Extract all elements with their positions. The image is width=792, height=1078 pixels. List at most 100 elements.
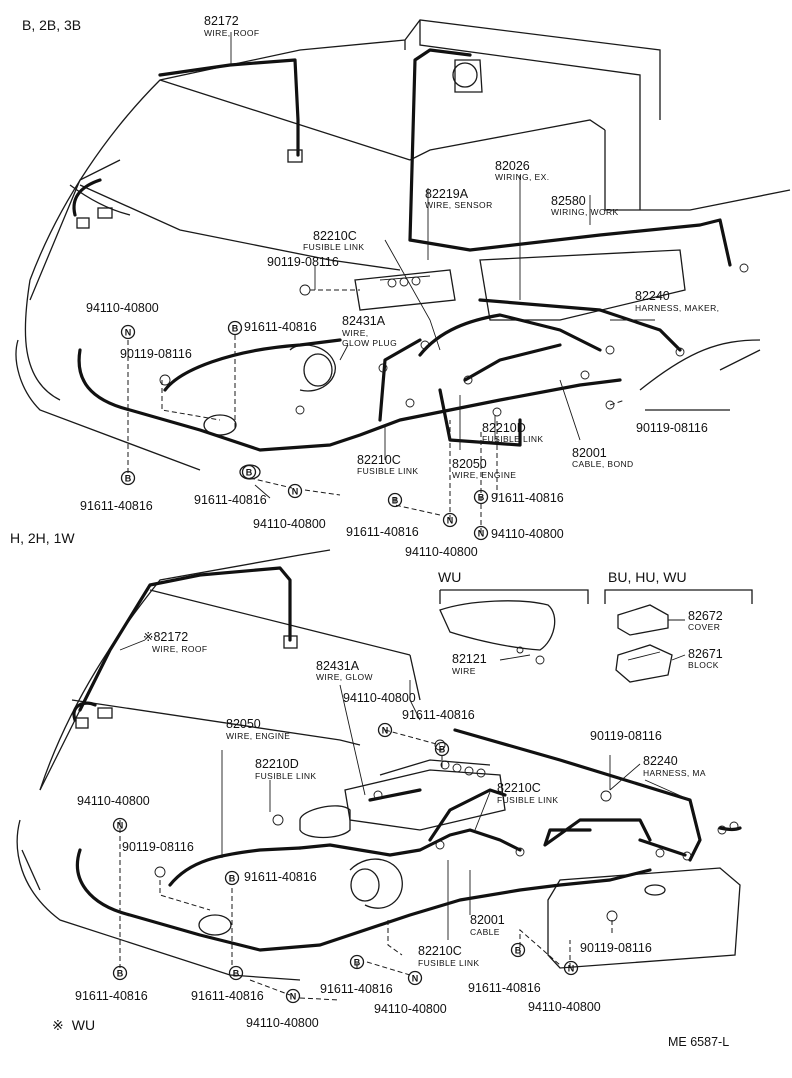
bottom-desc-82431a: WIRE, GLOW (316, 672, 373, 682)
bottom-part-91611-a: 91611-40816 (402, 708, 475, 722)
top-part-91611-a: 91611-40816 (244, 320, 317, 334)
drawing-reference: ME 6587-L (668, 1035, 729, 1049)
footnote-symbol: ※ (52, 1017, 64, 1033)
bottom-part-94110-b: 94110-40800 (77, 794, 150, 808)
top-part-91611-b: 91611-40816 (194, 493, 267, 507)
top-part-82580: 82580 (551, 194, 586, 208)
bottom-part-91611-b: 91611-40816 (244, 870, 317, 884)
top-mark-91611-a: B (232, 324, 239, 334)
top-desc-82431a-2: GLOW PLUG (342, 338, 397, 348)
top-desc-82210d: FUSIBLE LINK (482, 434, 544, 444)
top-desc-82580: WIRING, WORK (551, 207, 619, 217)
bottom-mark-91611-b: B (229, 874, 236, 884)
top-mark-91611-e: B (478, 493, 485, 503)
top-part-82001: 82001 (572, 446, 607, 460)
bottom-part-82210c-a: 82210C (497, 781, 541, 795)
top-mark-91611-b: B (246, 468, 253, 478)
bottom-part-94110-e: 94110-40800 (528, 1000, 601, 1014)
footnote-text: WU (72, 1017, 95, 1033)
bottom-part-82172: ※82172 (143, 630, 188, 644)
top-part-82210c-a: 82210C (313, 229, 357, 243)
top-part-90119-mid: 90119-08116 (120, 347, 192, 361)
bottom-part-90119-a: 90119-08116 (122, 840, 194, 854)
bottom-desc-82240: HARNESS, MA (643, 768, 706, 778)
top-part-94110-a: 94110-40800 (86, 301, 159, 315)
bottom-section-title: H, 2H, 1W (10, 530, 75, 546)
top-part-82240: 82240 (635, 289, 670, 303)
top-part-82026: 82026 (495, 159, 530, 173)
top-part-91611-d: 91611-40816 (346, 525, 419, 539)
bottom-part-91611-e: 91611-40816 (320, 982, 393, 996)
bottom-mark-91611-e: B (354, 958, 361, 968)
top-labels: 82172 WIRE, ROOF 82026 WIRING, EX. 82219… (80, 14, 719, 559)
top-part-91611-e: 91611-40816 (491, 491, 564, 505)
bottom-desc-82210d: FUSIBLE LINK (255, 771, 317, 781)
bu-inset-title: BU, HU, WU (608, 569, 687, 585)
top-mark-94110-b: N (292, 487, 299, 497)
top-part-82210d: 82210D (482, 421, 526, 435)
bottom-desc-82001: CABLE (470, 927, 500, 937)
top-desc-82172: WIRE, ROOF (204, 28, 259, 38)
bottom-mark-91611-a: B (439, 745, 446, 755)
bottom-desc-82121: WIRE (452, 666, 476, 676)
top-mark-91611-c: B (125, 474, 132, 484)
bottom-part-82671: 82671 (688, 647, 723, 661)
bottom-part-91611-c: 91611-40816 (75, 989, 148, 1003)
top-mark-94110-c: N (447, 516, 454, 526)
bottom-desc-82210c-b: FUSIBLE LINK (418, 958, 480, 968)
bottom-mark-91611-f: B (515, 946, 522, 956)
top-part-90119-b: 90119-08116 (636, 421, 708, 435)
bottom-desc-82671: BLOCK (688, 660, 719, 670)
top-mark-94110-a: N (125, 328, 132, 338)
bottom-part-82431a: 82431A (316, 659, 360, 673)
bottom-part-82240: 82240 (643, 754, 678, 768)
bottom-desc-82172: WIRE, ROOF (152, 644, 207, 654)
top-part-91611-c: 91611-40816 (80, 499, 153, 513)
top-part-82050: 82050 (452, 457, 487, 471)
bottom-connectors (75, 635, 739, 922)
top-desc-82431a-1: WIRE, (342, 328, 369, 338)
bottom-mark-94110-b: N (117, 821, 124, 831)
footnote: ※ WU (52, 1017, 95, 1033)
bottom-mark-94110-e: N (568, 964, 575, 974)
top-part-82219a: 82219A (425, 187, 469, 201)
bottom-part-82001: 82001 (470, 913, 505, 927)
top-vehicle-outline (15, 19, 791, 480)
bottom-part-91611-d: 91611-40816 (191, 989, 264, 1003)
bottom-part-91611-f: 91611-40816 (468, 981, 541, 995)
bottom-desc-82050: WIRE, ENGINE (226, 731, 290, 741)
top-desc-82026: WIRING, EX. (495, 172, 549, 182)
bottom-part-94110-c: 94110-40800 (246, 1016, 319, 1030)
bottom-part-82050: 82050 (226, 717, 261, 731)
top-part-82431a: 82431A (342, 314, 386, 328)
top-desc-82210c-a: FUSIBLE LINK (303, 242, 365, 252)
bottom-mark-94110-c: N (290, 992, 297, 1002)
bottom-part-82172-prefix: ※ (143, 630, 153, 644)
top-part-82210c-b: 82210C (357, 453, 401, 467)
bottom-desc-82210c-a: FUSIBLE LINK (497, 795, 559, 805)
top-harness-lines (72, 48, 732, 452)
top-desc-82210c-b: FUSIBLE LINK (357, 466, 419, 476)
top-part-94110-d: 94110-40800 (491, 527, 564, 541)
wu-inset-title: WU (438, 569, 461, 585)
top-part-94110-b: 94110-40800 (253, 517, 326, 531)
bottom-part-82121: 82121 (452, 652, 487, 666)
top-part-82172: 82172 (204, 14, 239, 28)
top-desc-82001: CABLE, BOND (572, 459, 634, 469)
bottom-part-82210d: 82210D (255, 757, 299, 771)
bottom-part-94110-d: 94110-40800 (374, 1002, 447, 1016)
top-section-title: B, 2B, 3B (22, 17, 81, 33)
bottom-part-94110-a: 94110-40800 (343, 691, 416, 705)
bottom-mark-91611-d: B (233, 969, 240, 979)
bottom-leader-lines (119, 619, 691, 1001)
bottom-part-90119-c: 90119-08116 (580, 941, 652, 955)
bottom-part-82672: 82672 (688, 609, 723, 623)
top-desc-82050: WIRE, ENGINE (452, 470, 516, 480)
top-mark-91611-d: B (392, 496, 399, 506)
bottom-desc-82672: COVER (688, 622, 720, 632)
bottom-harness-lines (72, 566, 742, 952)
top-mark-94110-d: N (478, 529, 485, 539)
bottom-mark-91611-c: B (117, 969, 124, 979)
top-leader-lines (127, 32, 655, 533)
